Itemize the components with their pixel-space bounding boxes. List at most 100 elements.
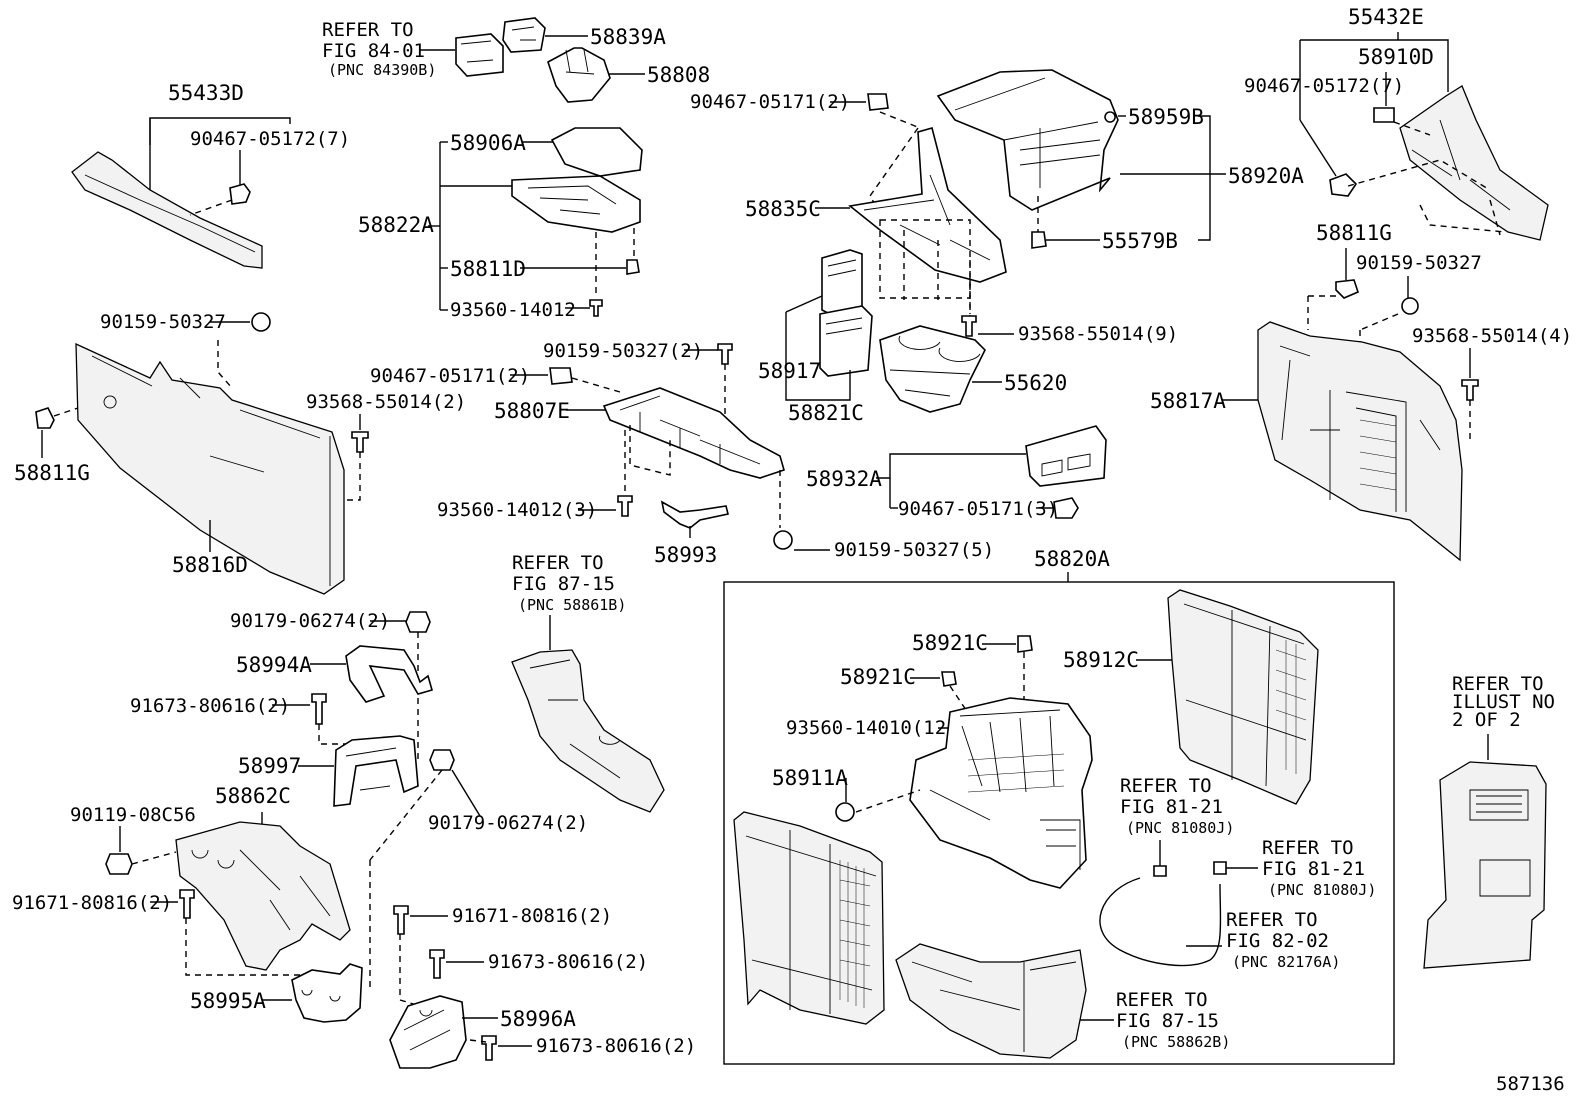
label-58993[interactable]: 58993 xyxy=(654,543,717,567)
label-58822A[interactable]: 58822A xyxy=(358,213,434,237)
label-58811D[interactable]: 58811D xyxy=(450,257,526,281)
part-trim-strip-55433D[interactable] xyxy=(71,151,263,269)
label-90467-05172-right[interactable]: 90467-05172(7) xyxy=(1244,75,1404,97)
clip-55579B[interactable] xyxy=(1031,231,1047,249)
part-shift-boot-58808[interactable] xyxy=(547,47,611,103)
wire-harness[interactable] xyxy=(1099,877,1222,967)
ref-fig81b-l2[interactable]: FIG 81-21 xyxy=(1262,858,1365,880)
label-55433D[interactable]: 55433D xyxy=(168,81,244,105)
label-90159-50327-right[interactable]: 90159-50327 xyxy=(1356,252,1482,274)
ref-illust-l2[interactable]: ILLUST NO xyxy=(1452,691,1555,713)
screw-93560-14012[interactable] xyxy=(589,299,603,317)
nut-90179-06274-bot[interactable] xyxy=(429,749,455,771)
part-side-panel-58816D[interactable] xyxy=(75,342,345,595)
label-91671-80816-right[interactable]: 91671-80816(2) xyxy=(452,905,612,927)
ref-fig82-l3[interactable]: (PNC 82176A) xyxy=(1232,953,1340,971)
label-90467-05171-top[interactable]: 90467-05171(2) xyxy=(690,91,850,113)
label-90159-50327-5[interactable]: 90159-50327(5) xyxy=(834,539,994,561)
label-58807E[interactable]: 58807E xyxy=(494,399,570,423)
ref-fig87bot-l1[interactable]: REFER TO xyxy=(1116,989,1208,1011)
label-91673-80616-c[interactable]: 91673-80616(2) xyxy=(536,1035,696,1057)
part-bracket-58994A[interactable] xyxy=(345,645,433,703)
part-armrest-58920A[interactable] xyxy=(936,69,1119,211)
ref-fig84-l3[interactable]: (PNC 84390B) xyxy=(328,61,436,79)
ref-fig84-l1[interactable]: REFER TO xyxy=(322,19,414,41)
clip-90467-05171-mid[interactable] xyxy=(549,367,573,385)
connector-81080J-a[interactable] xyxy=(1153,865,1167,877)
part-58839A[interactable] xyxy=(502,17,546,53)
part-bracket-58997[interactable] xyxy=(333,735,419,807)
connector-81080J-b[interactable] xyxy=(1213,861,1227,875)
clip-58910D[interactable] xyxy=(1373,107,1395,123)
label-90467-05172-left[interactable]: 90467-05172(7) xyxy=(190,128,350,150)
label-90467-05171-mid[interactable]: 90467-05171(2) xyxy=(370,365,530,387)
label-58821C[interactable]: 58821C xyxy=(788,401,864,425)
ref-fig87-top-l2[interactable]: FIG 87-15 xyxy=(512,573,615,595)
screw-90159-left[interactable] xyxy=(251,312,271,332)
ref-illust-l3[interactable]: 2 OF 2 xyxy=(1452,709,1521,731)
clip-90467-05172-right[interactable] xyxy=(1329,173,1358,197)
clip-58811G-left[interactable] xyxy=(35,407,55,429)
bolt-91673-80616-a[interactable] xyxy=(311,693,327,725)
label-93560-14012[interactable]: 93560-14012 xyxy=(450,299,576,321)
clip-90467-05171-top[interactable] xyxy=(867,93,889,111)
label-58917[interactable]: 58917 xyxy=(758,359,821,383)
label-58906A[interactable]: 58906A xyxy=(450,131,526,155)
clip-58921C-a[interactable] xyxy=(1017,635,1033,653)
part-bracket-58862C[interactable] xyxy=(175,821,351,971)
part-rear-console-panel[interactable] xyxy=(1423,761,1547,969)
label-58835C[interactable]: 58835C xyxy=(745,197,821,221)
nut-90179-06274-top[interactable] xyxy=(405,611,431,633)
screw-90159-right[interactable] xyxy=(1401,297,1419,315)
part-bracket-58995A[interactable] xyxy=(291,963,363,1023)
label-93568-55014-4[interactable]: 93568-55014(4) xyxy=(1412,325,1572,347)
label-91673-80616-a[interactable]: 91673-80616(2) xyxy=(130,695,290,717)
ref-fig87-top-l1[interactable]: REFER TO xyxy=(512,552,604,574)
ref-fig81a-l1[interactable]: REFER TO xyxy=(1120,775,1212,797)
label-58820A[interactable]: 58820A xyxy=(1034,547,1110,571)
ref-fig82-l1[interactable]: REFER TO xyxy=(1226,909,1318,931)
screw-93568-55014-9[interactable] xyxy=(961,315,977,337)
clip-58921C-b[interactable] xyxy=(941,671,957,687)
label-58811G-left[interactable]: 58811G xyxy=(14,461,90,485)
label-58816D[interactable]: 58816D xyxy=(172,553,248,577)
label-90179-06274-top[interactable]: 90179-06274(2) xyxy=(230,610,390,632)
bolt-91673-80616-b[interactable] xyxy=(429,949,445,979)
part-console-frame-58835C[interactable] xyxy=(848,127,1007,283)
label-58932A[interactable]: 58932A xyxy=(806,467,882,491)
ref-fig81a-l2[interactable]: FIG 81-21 xyxy=(1120,796,1223,818)
bolt-91671-80816-right[interactable] xyxy=(393,905,409,935)
label-58817A[interactable]: 58817A xyxy=(1150,389,1226,413)
label-58920A[interactable]: 58920A xyxy=(1228,164,1304,188)
label-93560-14010-12[interactable]: 93560-14010(12) xyxy=(786,717,958,739)
screw-93560-14012-3[interactable] xyxy=(617,495,633,517)
label-58921C-a[interactable]: 58921C xyxy=(912,631,988,655)
screw-90159-50327-2[interactable] xyxy=(717,343,733,365)
part-trim-55432E[interactable] xyxy=(1399,85,1549,241)
label-90467-05171-3[interactable]: 90467-05171(3) xyxy=(898,498,1058,520)
part-console-box-58820A[interactable] xyxy=(909,697,1093,889)
ref-fig82-l2[interactable]: FIG 82-02 xyxy=(1226,930,1329,952)
part-panel-58822A[interactable] xyxy=(511,175,641,233)
part-duct-58861B[interactable] xyxy=(511,649,665,813)
ref-fig87bot-l2[interactable]: FIG 87-15 xyxy=(1116,1010,1219,1032)
ref-fig87bot-l3[interactable]: (PNC 58862B) xyxy=(1122,1033,1230,1051)
part-switch-84390B[interactable] xyxy=(455,33,504,77)
label-90179-06274-bot[interactable]: 90179-06274(2) xyxy=(428,812,588,834)
label-58921C-b[interactable]: 58921C xyxy=(840,665,916,689)
clip-90467-05171-3[interactable] xyxy=(1053,497,1079,519)
label-58910D[interactable]: 58910D xyxy=(1358,45,1434,69)
label-58994A[interactable]: 58994A xyxy=(236,653,312,677)
part-58917[interactable] xyxy=(821,249,863,317)
label-55620[interactable]: 55620 xyxy=(1004,371,1067,395)
part-bracket-58807E[interactable] xyxy=(602,387,785,479)
clip-58811D[interactable] xyxy=(626,259,640,275)
part-cupholder-55620[interactable] xyxy=(879,325,986,413)
ref-fig84-l2[interactable]: FIG 84-01 xyxy=(322,40,425,62)
ref-fig87-top-l3[interactable]: (PNC 58861B) xyxy=(518,596,626,614)
bolt-91671-80816-left[interactable] xyxy=(179,889,195,919)
part-tray-58821C[interactable] xyxy=(819,305,873,377)
label-55432E[interactable]: 55432E xyxy=(1348,5,1424,29)
ref-fig81a-l3[interactable]: (PNC 81080J) xyxy=(1126,819,1234,837)
label-55579B[interactable]: 55579B xyxy=(1102,229,1178,253)
